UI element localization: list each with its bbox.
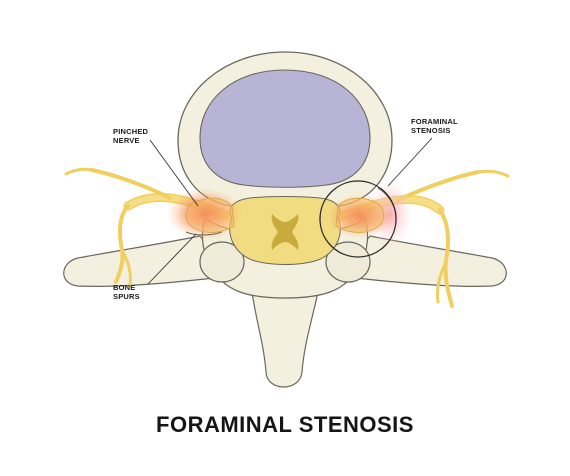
diagram-title: FORAMINAL STENOSIS — [156, 412, 414, 437]
left-facet-joint — [199, 241, 245, 283]
left-dorsal-root-ganglion — [185, 197, 235, 233]
right-transverse-process — [336, 235, 507, 287]
spinous-process — [251, 291, 319, 388]
foraminal-stenosis-leader — [387, 137, 433, 187]
bone-spurs-label: BONE SPURS — [113, 283, 140, 301]
pinched-nerve-label: PINCHED NERVE — [113, 127, 149, 145]
disc-nucleus — [199, 69, 371, 188]
left-transverse-process — [63, 235, 234, 287]
spinal-cord-gray-matter — [271, 214, 299, 250]
foraminal-stenosis-label: FORAMINAL STENOSIS — [411, 117, 458, 135]
left-bone-spur — [185, 231, 223, 236]
pinched-nerve-leader — [149, 139, 199, 207]
right-dorsal-root-ganglion — [335, 197, 385, 233]
right-facet-joint — [325, 241, 371, 283]
stenosis-highlight-circle — [319, 180, 397, 258]
bone-spurs-leader — [147, 233, 197, 285]
